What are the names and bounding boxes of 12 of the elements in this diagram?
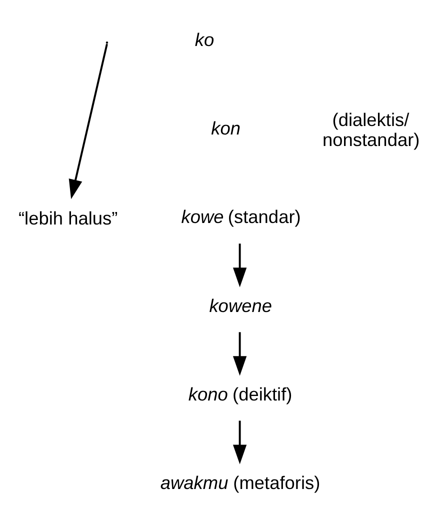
node-text: “lebih halus”: [18, 208, 118, 229]
node-text: ko: [194, 30, 214, 50]
node-text: kowe (standar): [181, 207, 301, 228]
label: (dialektis/ nonstandar): [322, 110, 420, 150]
node-text: kowene: [209, 296, 272, 316]
node-text: awakmu (metaforis): [160, 472, 320, 493]
node-text: kono (deiktif): [188, 384, 292, 404]
arrow: [68, 44, 108, 200]
arrow: [232, 332, 247, 376]
arrow: [232, 244, 247, 288]
arrow: [232, 420, 247, 464]
node-text: kon: [211, 118, 241, 139]
